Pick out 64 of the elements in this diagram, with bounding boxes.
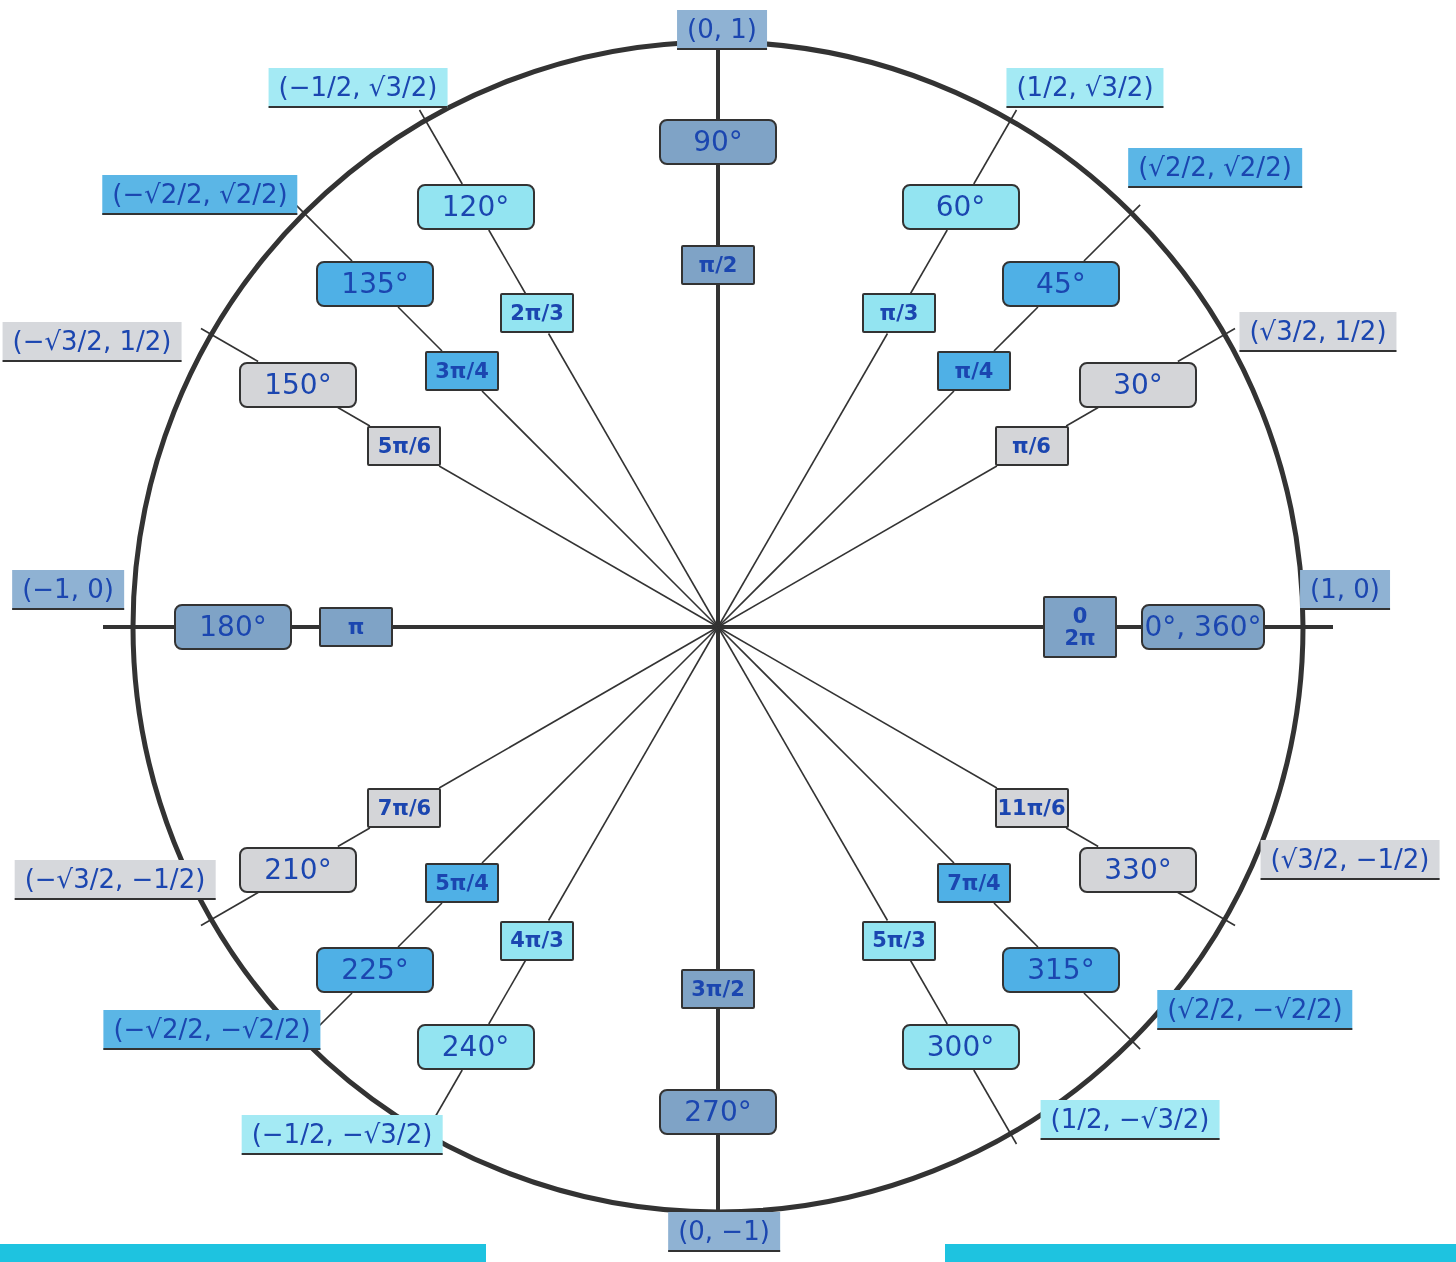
degree-box: 60°: [901, 183, 1020, 230]
radius-line: [1065, 827, 1099, 848]
radius-line: [909, 959, 948, 1025]
coordinate-label: (−√2/2, −√2/2): [103, 1010, 321, 1050]
radius-line: [337, 406, 371, 427]
radian-box: 5π/6: [367, 426, 442, 466]
degree-box: 90°: [659, 119, 777, 165]
coordinate-label: (−√2/2, √2/2): [102, 175, 298, 215]
coordinate-label: (√2/2, −√2/2): [1157, 990, 1353, 1030]
radian-box: 7π/6: [367, 788, 442, 828]
coordinate-label: (0, −1): [668, 1212, 780, 1252]
radian-box: π/4: [936, 351, 1011, 391]
radius-line: [716, 1009, 720, 1089]
radius-line: [397, 902, 443, 948]
radian-box: 4π/3: [500, 920, 574, 961]
degree-box: 330°: [1079, 846, 1197, 893]
degree-box: 300°: [901, 1024, 1020, 1070]
radian-box: 3π/2: [681, 969, 755, 1009]
coordinate-label: (0, 1): [677, 10, 767, 50]
radius-line: [337, 827, 371, 848]
radian-box: π/3: [862, 293, 936, 334]
degree-box: 30°: [1079, 361, 1197, 408]
radian-box: 3π/4: [425, 351, 499, 391]
degree-box: 240°: [416, 1024, 535, 1070]
radius-line: [292, 625, 319, 629]
radian-box: π: [319, 607, 393, 647]
radius-line: [993, 306, 1039, 352]
radius-line: [909, 229, 948, 295]
coordinate-label: (1/2, −√3/2): [1040, 1100, 1220, 1140]
degree-box: 0°, 360°: [1141, 604, 1265, 650]
degree-box: 270°: [659, 1089, 777, 1135]
degree-box: 225°: [316, 946, 435, 993]
radius-line: [993, 902, 1039, 948]
radian-box: 5π/3: [862, 920, 936, 961]
radius-line: [487, 229, 527, 295]
degree-box: 180°: [174, 604, 292, 650]
degree-box: 315°: [1001, 946, 1120, 993]
degree-box: 150°: [238, 361, 357, 408]
radius-line: [716, 165, 720, 245]
radius-line: [397, 306, 443, 352]
radian-box: 11π/6: [994, 788, 1069, 828]
coordinate-label: (√3/2, −1/2): [1260, 840, 1440, 880]
coordinate-label: (√3/2, 1/2): [1239, 312, 1397, 352]
degree-box: 120°: [416, 183, 535, 230]
radius-line: [1117, 625, 1141, 629]
coordinate-label: (−1, 0): [12, 570, 124, 610]
coordinate-label: (1, 0): [1300, 570, 1390, 610]
coordinate-label: (1/2, √3/2): [1006, 68, 1164, 108]
coordinate-label: (√2/2, √2/2): [1128, 148, 1302, 188]
radian-box: 0 2π: [1043, 596, 1117, 658]
coordinate-label: (−√3/2, −1/2): [14, 860, 216, 900]
radius-line: [487, 959, 527, 1025]
radian-box: 7π/4: [936, 862, 1011, 903]
radian-box: π/2: [681, 245, 755, 285]
degree-box: 210°: [238, 846, 357, 893]
radius-line: [1065, 406, 1099, 427]
degree-box: 45°: [1001, 261, 1120, 308]
radian-box: 5π/4: [425, 862, 499, 903]
coordinate-label: (−√3/2, 1/2): [2, 322, 182, 362]
degree-box: 135°: [316, 261, 435, 308]
coordinate-label: (−1/2, −√3/2): [241, 1115, 443, 1155]
radian-box: π/6: [994, 426, 1069, 466]
coordinate-label: (−1/2, √3/2): [268, 68, 448, 108]
radian-box: 2π/3: [500, 293, 574, 334]
